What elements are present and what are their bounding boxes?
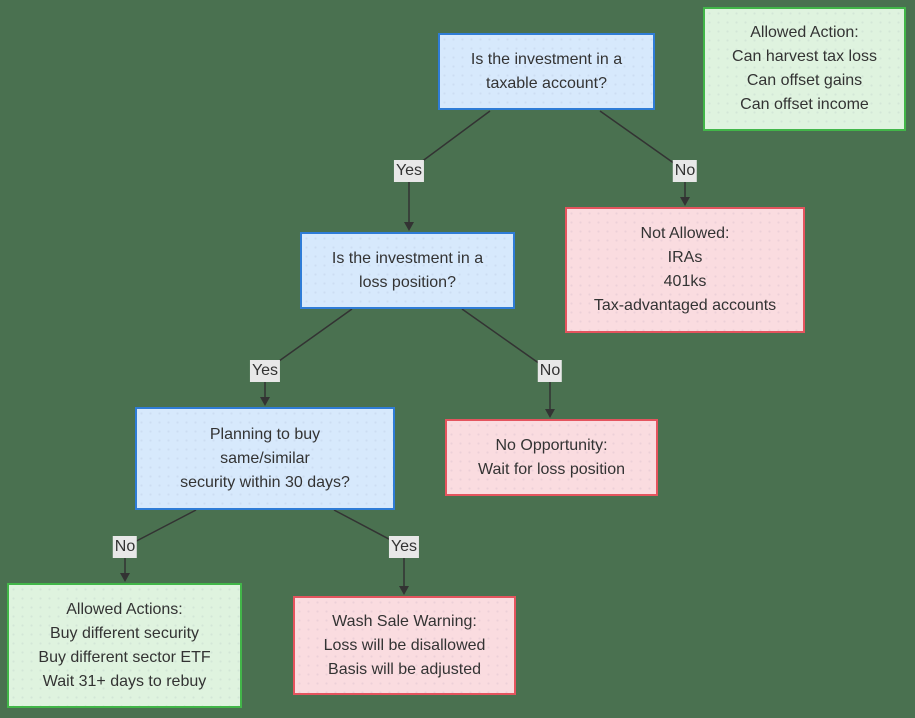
node-text-line: Loss will be disallowed <box>323 636 486 654</box>
edge-taxable-no <box>599 110 686 199</box>
edge-label-loss-yes: Yes <box>249 360 281 382</box>
node-text-line: No Opportunity: <box>495 436 608 454</box>
node-text-line: IRAs <box>667 249 703 266</box>
node-text-line: same/similar <box>220 449 310 467</box>
node-text-line: security within 30 days? <box>180 473 350 491</box>
arrowhead-taxable-yes <box>404 222 414 231</box>
node-allowed-action: Allowed Action: Can harvest tax loss Can… <box>703 7 906 131</box>
node-text-line: Basis will be adjusted <box>328 660 481 678</box>
node-text-line: Planning to buy <box>209 425 321 443</box>
edge-label-buy-yes: Yes <box>388 536 420 558</box>
edge-label-loss-no: No <box>537 360 563 382</box>
node-text-line: Can harvest tax loss <box>732 48 877 65</box>
node-text-line: Wash Sale Warning: <box>332 612 477 630</box>
node-text-line: Can offset income <box>740 96 869 113</box>
node-text-line: Wait 31+ days to rebuy <box>42 672 207 690</box>
arrowhead-loss-yes <box>260 397 270 406</box>
node-text-line: loss position? <box>359 273 456 291</box>
edge-loss-yes <box>264 308 353 399</box>
node-text-line: Not Allowed: <box>640 225 730 242</box>
node-wash-sale-warning: Wash Sale Warning: Loss will be disallow… <box>293 596 516 695</box>
edge-label-taxable-no: No <box>672 160 698 182</box>
arrowhead-taxable-no <box>680 197 690 206</box>
node-text-line: Is the investment in a <box>331 249 484 267</box>
node-text-line: taxable account? <box>486 74 607 92</box>
arrowhead-buy-no <box>120 573 130 582</box>
node-text-line: Is the investment in a <box>470 50 623 68</box>
node-loss-position-question: Is the investment in a loss position? <box>300 232 515 309</box>
edge-label-taxable-yes: Yes <box>393 160 425 182</box>
node-taxable-account-question: Is the investment in a taxable account? <box>438 33 655 110</box>
node-text-line: Can offset gains <box>746 72 863 89</box>
node-not-allowed: Not Allowed: IRAs 401ks Tax-advantaged a… <box>565 207 805 333</box>
node-text-line: Allowed Actions: <box>66 600 183 618</box>
node-text-line: Tax-advantaged accounts <box>593 297 777 314</box>
node-text-line: Allowed Action: <box>750 24 859 41</box>
node-no-opportunity: No Opportunity: Wait for loss position <box>445 419 658 496</box>
arrowhead-loss-no <box>545 409 555 418</box>
edge-label-buy-no: No <box>112 536 138 558</box>
node-text-line: Wait for loss position <box>477 460 625 478</box>
node-text-line: Buy different sector ETF <box>38 648 211 666</box>
node-allowed-actions: Allowed Actions: Buy different security … <box>7 583 242 708</box>
node-text-line: Buy different security <box>49 624 200 642</box>
arrowhead-buy-yes <box>399 586 409 595</box>
node-text-line: 401ks <box>663 273 707 290</box>
node-buy-same-security-question: Planning to buy same/similar security wi… <box>135 407 395 510</box>
